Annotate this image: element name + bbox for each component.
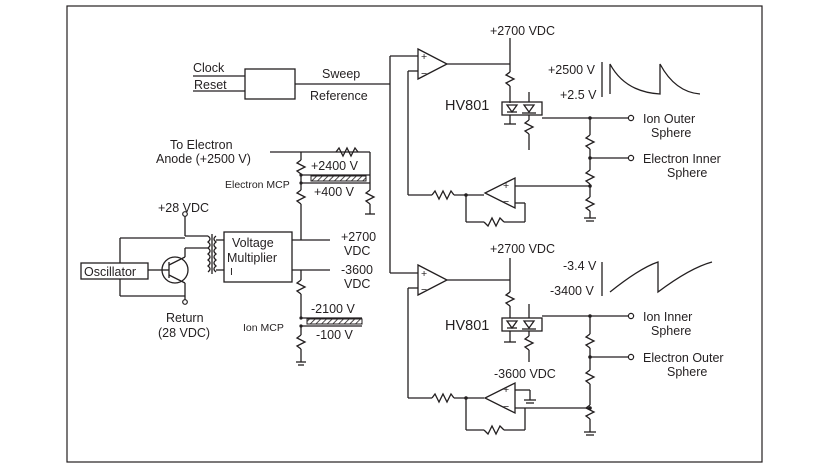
wave-top-high-label: +2500 V xyxy=(548,63,596,77)
ion-mcp-plate xyxy=(306,318,363,325)
top-op-amp xyxy=(417,47,449,81)
mcp-electron-low-label: +400 V xyxy=(314,185,355,199)
hv801-bottom-label: HV801 xyxy=(445,318,489,334)
bottom-waveform xyxy=(601,261,713,296)
out-pos-unit-label: VDC xyxy=(344,244,370,258)
ion-inner-label: Ion Inner xyxy=(643,310,692,324)
anode-label: Anode (+2500 V) xyxy=(156,152,251,166)
return-voltage-label: (28 VDC) xyxy=(158,326,210,340)
electron-inner-label: Electron Inner xyxy=(643,152,721,166)
sweep-label: Sweep xyxy=(322,67,360,81)
ion-outer-sphere-label: Sphere xyxy=(651,126,691,140)
electron-mcp-label: Electron MCP xyxy=(225,179,290,191)
plus28-label: +28 VDC xyxy=(158,201,209,215)
out-pos-value-label: +2700 xyxy=(341,230,376,244)
ion-outer-label: Ion Outer xyxy=(643,112,695,126)
sweep-reference-box xyxy=(244,68,296,100)
svg-text:−: − xyxy=(503,196,509,208)
reset-label: Reset xyxy=(194,78,227,92)
electron-mcp-plate xyxy=(310,175,367,182)
mcp-electron-high-label: +2400 V xyxy=(311,159,359,173)
top-waveform xyxy=(601,62,701,97)
top-channel-circuit: + − xyxy=(389,38,635,273)
bottom-channel-circuit: + − xyxy=(390,258,635,436)
svg-text:+: + xyxy=(503,384,509,396)
vm-multiplier-label: Multiplier xyxy=(227,251,277,265)
top-hv-supply-label: +2700 VDC xyxy=(490,24,555,38)
svg-text:−: − xyxy=(421,68,427,80)
return-label: Return xyxy=(166,311,204,325)
wave-bottom-low-label: -3400 V xyxy=(550,284,594,298)
bottom-neg-supply-label: -3600 VDC xyxy=(494,367,556,381)
power-supply-section xyxy=(80,146,376,366)
ion-inner-sphere-label: Sphere xyxy=(651,324,691,338)
out-neg-value-label: -3600 xyxy=(341,263,373,277)
bottom-op-amp xyxy=(417,263,449,297)
electron-outer-label: Electron Outer xyxy=(643,351,724,365)
ion-mcp-label: Ion MCP xyxy=(243,322,284,334)
bottom-hv-supply-label: +2700 VDC xyxy=(490,242,555,256)
clock-label: Clock xyxy=(193,61,225,75)
mcp-ion-high-label: -2100 V xyxy=(311,302,355,316)
svg-text:−: − xyxy=(421,284,427,296)
hv801-top xyxy=(501,101,543,116)
svg-text:+: + xyxy=(421,51,427,63)
diagram-frame xyxy=(66,5,763,463)
hv801-top-label: HV801 xyxy=(445,98,489,114)
svg-text:I: I xyxy=(230,266,233,278)
svg-text:+: + xyxy=(503,180,509,192)
electron-outer-sphere-label: Sphere xyxy=(667,365,707,379)
oscillator-box xyxy=(80,262,149,280)
oscillator-label: Oscillator xyxy=(84,265,136,279)
vm-voltage-label: Voltage xyxy=(232,236,274,250)
svg-text:−: − xyxy=(503,401,509,413)
sweep-generator xyxy=(193,68,390,100)
to-electron-label: To Electron xyxy=(170,138,233,152)
wave-bottom-high-label: -3.4 V xyxy=(563,259,597,273)
reference-label: Reference xyxy=(310,89,368,103)
voltage-multiplier-box xyxy=(223,231,293,283)
bottom-feedback-op-amp xyxy=(483,381,516,415)
out-neg-unit-label: VDC xyxy=(344,277,370,291)
wave-top-low-label: +2.5 V xyxy=(560,88,597,102)
svg-text:+: + xyxy=(421,268,427,280)
top-feedback-op-amp xyxy=(483,176,516,210)
mcp-ion-low-label: -100 V xyxy=(316,328,353,342)
electron-inner-sphere-label: Sphere xyxy=(667,166,707,180)
hv801-bottom xyxy=(501,317,543,332)
